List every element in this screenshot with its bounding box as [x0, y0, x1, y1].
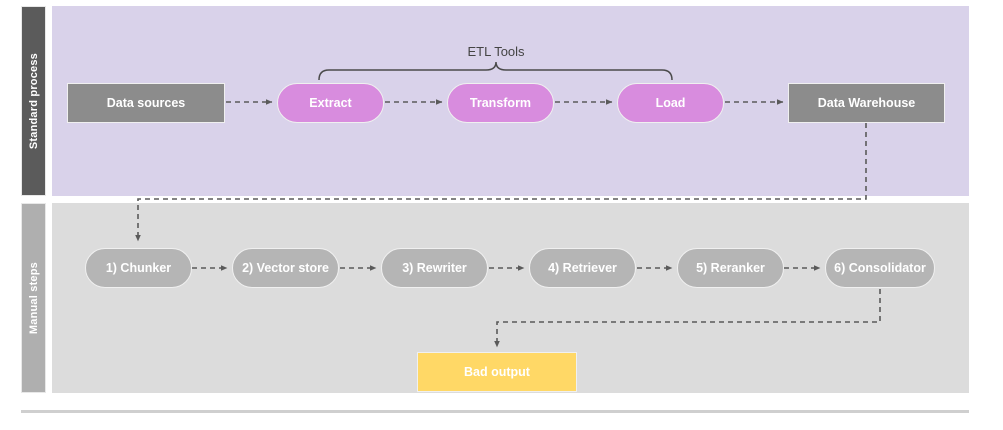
node-vector-store[interactable]: 2) Vector store [232, 248, 339, 288]
node-transform[interactable]: Transform [447, 83, 554, 123]
node-transform-label: Transform [469, 96, 532, 110]
node-load-label: Load [655, 96, 686, 110]
node-bad-output-label: Bad output [464, 365, 530, 379]
node-retriever[interactable]: 4) Retriever [529, 248, 636, 288]
node-data-sources[interactable]: Data sources [67, 83, 225, 123]
node-data-warehouse-label: Data Warehouse [817, 96, 916, 110]
node-rewriter-label: 3) Rewriter [402, 261, 467, 275]
node-reranker-label: 5) Reranker [696, 261, 765, 275]
lane-manual-steps-label: Manual steps [21, 203, 46, 393]
node-consolidator-label: 6) Consolidator [834, 261, 926, 275]
node-vector-store-label: 2) Vector store [242, 261, 329, 275]
node-retriever-label: 4) Retriever [548, 261, 617, 275]
node-bad-output[interactable]: Bad output [417, 352, 577, 392]
node-data-sources-label: Data sources [106, 96, 186, 110]
node-reranker[interactable]: 5) Reranker [677, 248, 784, 288]
node-data-warehouse[interactable]: Data Warehouse [788, 83, 945, 123]
lane-standard-process-label: Standard process [21, 6, 46, 196]
node-extract-label: Extract [309, 96, 352, 110]
lane-manual-steps-text: Manual steps [27, 261, 40, 335]
node-chunker[interactable]: 1) Chunker [85, 248, 192, 288]
node-consolidator[interactable]: 6) Consolidator [825, 248, 935, 288]
node-load[interactable]: Load [617, 83, 724, 123]
etl-tools-label: ETL Tools [467, 44, 525, 59]
lane-standard-process-text: Standard process [27, 52, 40, 150]
bottom-divider [21, 410, 969, 413]
node-rewriter[interactable]: 3) Rewriter [381, 248, 488, 288]
node-chunker-label: 1) Chunker [105, 261, 172, 275]
node-extract[interactable]: Extract [277, 83, 384, 123]
